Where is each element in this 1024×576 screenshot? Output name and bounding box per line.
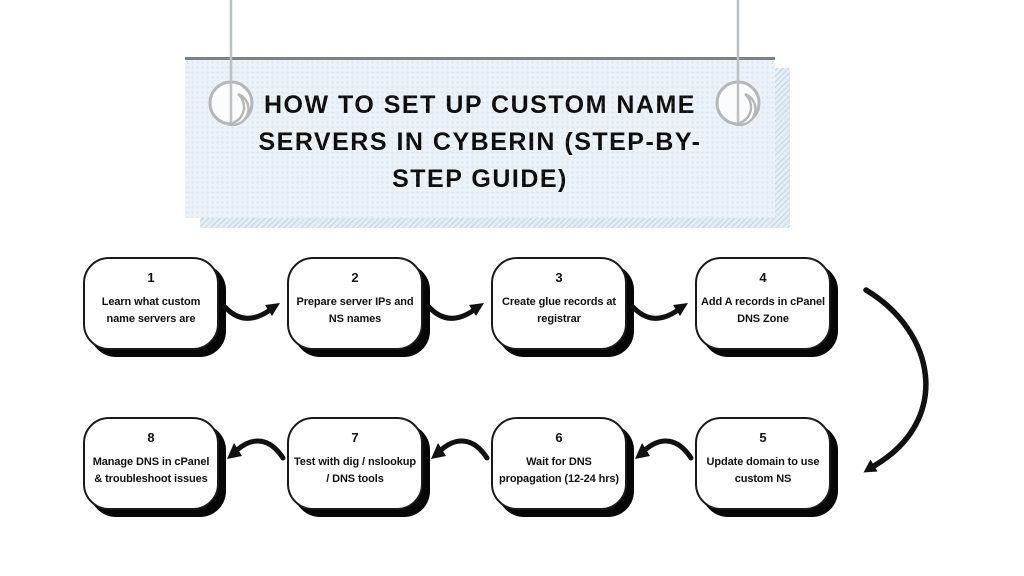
arrow-icon-step5-to-step6 (635, 438, 694, 461)
page-title: HOW TO SET UP CUSTOM NAME SERVERS IN CYB… (258, 91, 702, 193)
arrow-icon-step7-to-step8 (227, 438, 286, 461)
step-box-6: 6 Wait for DNS propagation (12-24 hrs) (491, 417, 627, 510)
step-box-4: 4 Add A records in cPanel DNS Zone (695, 257, 831, 350)
step-number: 2 (351, 270, 359, 285)
step-box-3: 3 Create glue records at registrar (491, 257, 627, 350)
step-number: 6 (555, 430, 563, 445)
hanging-ring-icon-right (715, 0, 761, 127)
step-box-1: 1 Learn what custom name servers are (83, 257, 219, 350)
step-label: Test with dig / nslookup / DNS tools (293, 456, 417, 485)
step-label: Manage DNS in cPanel & troubleshoot issu… (92, 456, 210, 485)
step-number: 3 (555, 270, 563, 285)
step-box-2: 2 Prepare server IPs and NS names (287, 257, 423, 350)
arrow-icon-step2-to-step3 (426, 303, 484, 321)
arrow-icon-step3-to-step4 (630, 303, 688, 321)
step-number: 8 (147, 430, 155, 445)
hanging-ring-icon-left (208, 0, 254, 127)
step-number: 4 (759, 270, 767, 285)
arrow-icon-step1-to-step2 (222, 303, 280, 321)
step-label: Wait for DNS propagation (12-24 hrs) (499, 456, 619, 485)
step-number: 5 (759, 430, 767, 445)
step-label: Add A records in cPanel DNS Zone (700, 296, 826, 325)
arrow-icon-step4-to-step5 (863, 287, 929, 473)
step-box-7: 7 Test with dig / nslookup / DNS tools (287, 417, 423, 510)
step-box-5: 5 Update domain to use custom NS (695, 417, 831, 510)
step-number: 7 (351, 430, 359, 445)
step-number: 1 (147, 270, 155, 285)
step-label: Update domain to use custom NS (706, 456, 820, 485)
step-label: Prepare server IPs and NS names (296, 296, 414, 325)
step-label: Create glue records at registrar (502, 296, 616, 325)
title-banner: HOW TO SET UP CUSTOM NAME SERVERS IN CYB… (185, 57, 775, 218)
step-box-8: 8 Manage DNS in cPanel & troubleshoot is… (83, 417, 219, 510)
step-label: Learn what custom name servers are (101, 296, 201, 325)
arrow-icon-step6-to-step7 (431, 438, 490, 461)
